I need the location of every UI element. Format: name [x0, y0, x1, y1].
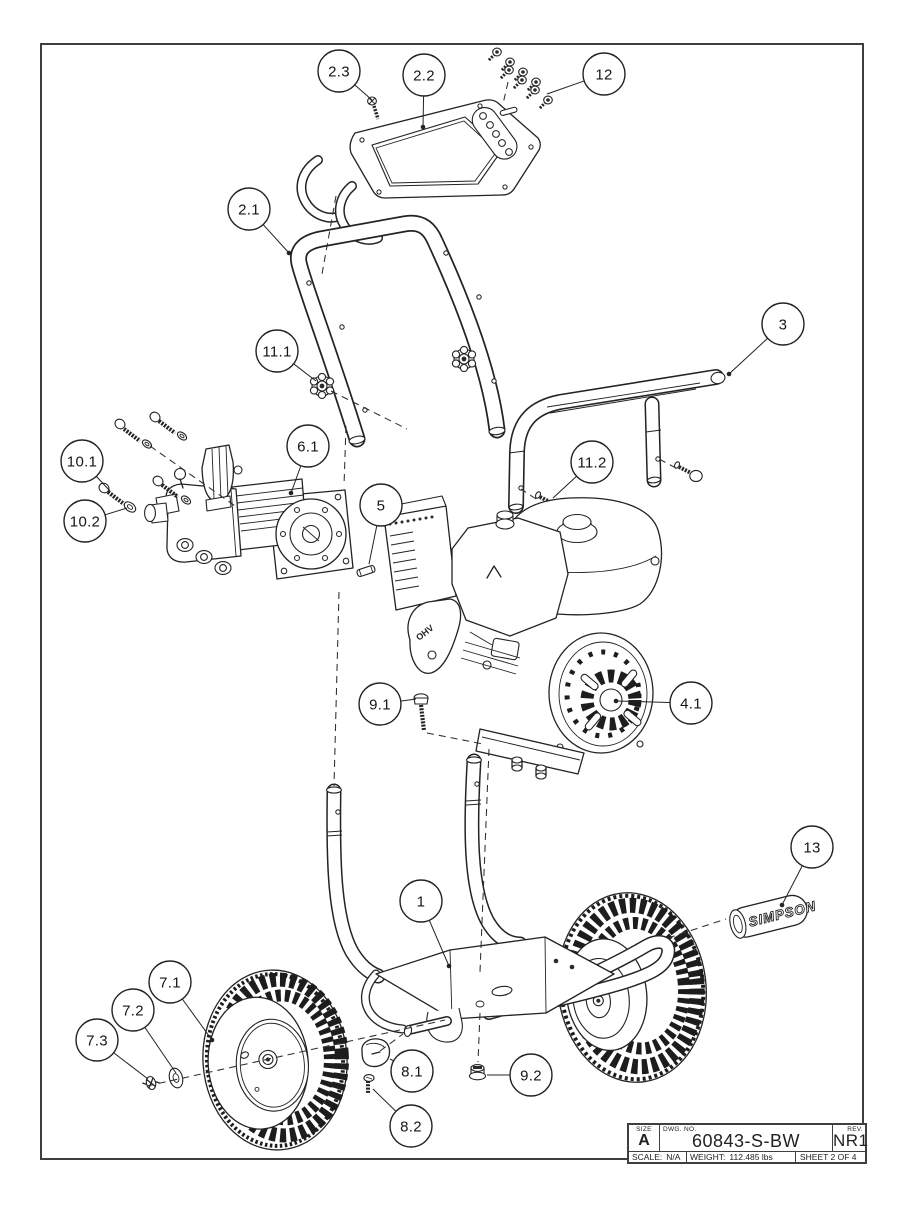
rev-cell: REV. NR1 — [832, 1125, 869, 1151]
svg-text:7.2: 7.2 — [122, 1003, 144, 1020]
svg-text:6.1: 6.1 — [297, 439, 319, 456]
mounting-bolts-10-1 — [98, 411, 192, 506]
balloon-5: 5 — [359, 483, 403, 565]
svg-text:12: 12 — [595, 67, 612, 84]
svg-text:8.2: 8.2 — [400, 1119, 422, 1136]
title-block-row-main: SIZE A DWG. NO. 60843-S-BW REV. NR1 — [629, 1125, 869, 1151]
svg-text:11.1: 11.1 — [262, 344, 291, 361]
washer-10-2 — [123, 501, 137, 513]
balloon-9.1: 9.1 — [358, 682, 417, 726]
svg-text:11.2: 11.2 — [577, 455, 606, 472]
upper-handle — [290, 214, 506, 448]
balloon-11.1: 11.1 — [255, 329, 317, 382]
balloon-2.2: 2.2 — [402, 53, 446, 130]
dwg-label: DWG. NO. — [663, 1126, 697, 1133]
balloon-13: 13 — [779, 825, 834, 908]
size-label: SIZE — [636, 1126, 652, 1133]
title-block-row-meta: SCALE:N/A WEIGHT:112.485 lbs SHEET 2 OF … — [629, 1151, 865, 1162]
svg-text:4.1: 4.1 — [680, 696, 702, 713]
svg-text:9.1: 9.1 — [369, 697, 391, 714]
bolt-9-1 — [413, 693, 429, 732]
svg-text:7.3: 7.3 — [86, 1033, 108, 1050]
dwg-cell: DWG. NO. 60843-S-BW — [660, 1125, 832, 1151]
svg-text:2.1: 2.1 — [238, 202, 260, 219]
rev-label: REV. — [847, 1126, 863, 1133]
key-pin-5 — [356, 564, 376, 578]
weight-cell: WEIGHT:112.485 lbs — [686, 1152, 796, 1162]
valve-cover — [451, 510, 569, 637]
svg-text:8.1: 8.1 — [401, 1064, 423, 1081]
handle-grip: SIMPSON — [729, 894, 818, 939]
svg-text:10.2: 10.2 — [70, 514, 100, 531]
scale-cell: SCALE:N/A — [629, 1152, 686, 1162]
svg-text:2.2: 2.2 — [413, 68, 435, 85]
balloon-7.1: 7.1 — [148, 960, 215, 1043]
muffler-guard: OHV — [407, 598, 462, 674]
balloon-2.3: 2.3 — [317, 49, 373, 101]
flange-nut-9-2 — [468, 1064, 487, 1081]
title-block: SIZE A DWG. NO. 60843-S-BW REV. NR1 SCAL… — [627, 1123, 869, 1164]
fan-housing — [548, 632, 654, 754]
svg-text:2.3: 2.3 — [328, 64, 350, 81]
balloon-10.2: 10.2 — [63, 499, 128, 543]
frame-leg-right — [464, 753, 528, 952]
balloon-6.1: 6.1 — [286, 424, 330, 496]
size-cell: SIZE A — [629, 1125, 660, 1151]
balloon-2.1: 2.1 — [227, 187, 292, 256]
tray-bracket — [296, 155, 383, 245]
balloon-12: 12 — [546, 52, 626, 96]
balloon-9.2: 9.2 — [487, 1053, 553, 1097]
screw-2-3 — [367, 96, 380, 120]
balloon-11.2: 11.2 — [552, 440, 614, 499]
sheet-border — [40, 43, 864, 1160]
axle-screw-8-2 — [363, 1074, 375, 1094]
scale-label: SCALE: — [632, 1152, 663, 1162]
clip-7-3 — [142, 1075, 160, 1091]
knob-11-1 — [309, 372, 335, 400]
knob-11-1b — [451, 345, 477, 373]
frame-leg-left — [326, 783, 386, 984]
svg-text:7.1: 7.1 — [159, 975, 181, 992]
engine: OHV — [380, 495, 663, 780]
weight-label: WEIGHT: — [690, 1152, 726, 1162]
axle-cap-8-1 — [361, 1038, 391, 1068]
svg-text:3: 3 — [779, 317, 788, 334]
sheet-value: SHEET 2 OF 4 — [800, 1152, 857, 1162]
size-value: A — [638, 1132, 650, 1149]
dwg-number: 60843-S-BW — [691, 1131, 801, 1151]
balloon-7.2: 7.2 — [111, 988, 177, 1074]
balloon-3: 3 — [726, 302, 805, 377]
svg-text:5: 5 — [377, 498, 386, 515]
balloon-layer: 2.3 2.2 12 2.1 3 11.1 6.1 11.2 10.1 10.2 5 9.1 4.1 13… — [60, 49, 834, 1148]
sheet-cell: SHEET 2 OF 4 — [796, 1152, 865, 1162]
wheel-left — [202, 969, 349, 1151]
fuel-cap — [556, 513, 598, 544]
balloon-1: 1 — [399, 879, 452, 969]
rev-value: NR1 — [833, 1131, 869, 1150]
balloon-8.2: 8.2 — [372, 1088, 433, 1148]
control-panel-tray — [296, 99, 541, 245]
pump — [144, 444, 354, 580]
svg-text:10.1: 10.1 — [67, 454, 97, 471]
balloon-4.1: 4.1 — [613, 681, 713, 725]
balloon-8.1: 8.1 — [389, 1049, 434, 1093]
lower-handle — [508, 369, 726, 514]
engine-stud — [511, 756, 547, 780]
bolt-11-2b — [673, 461, 703, 483]
balloon-7.3: 7.3 — [75, 1018, 149, 1080]
construction-lines — [146, 81, 727, 1087]
balloon-10.1: 10.1 — [60, 439, 111, 492]
scale-value: N/A — [666, 1152, 681, 1162]
svg-text:13: 13 — [803, 840, 820, 857]
screw-set-12 — [486, 47, 553, 111]
air-cleaner — [380, 495, 457, 611]
frame — [360, 935, 676, 1043]
weight-value: 112.485 lbs — [729, 1152, 773, 1162]
svg-text:9.2: 9.2 — [520, 1068, 542, 1085]
svg-text:1: 1 — [417, 894, 426, 911]
